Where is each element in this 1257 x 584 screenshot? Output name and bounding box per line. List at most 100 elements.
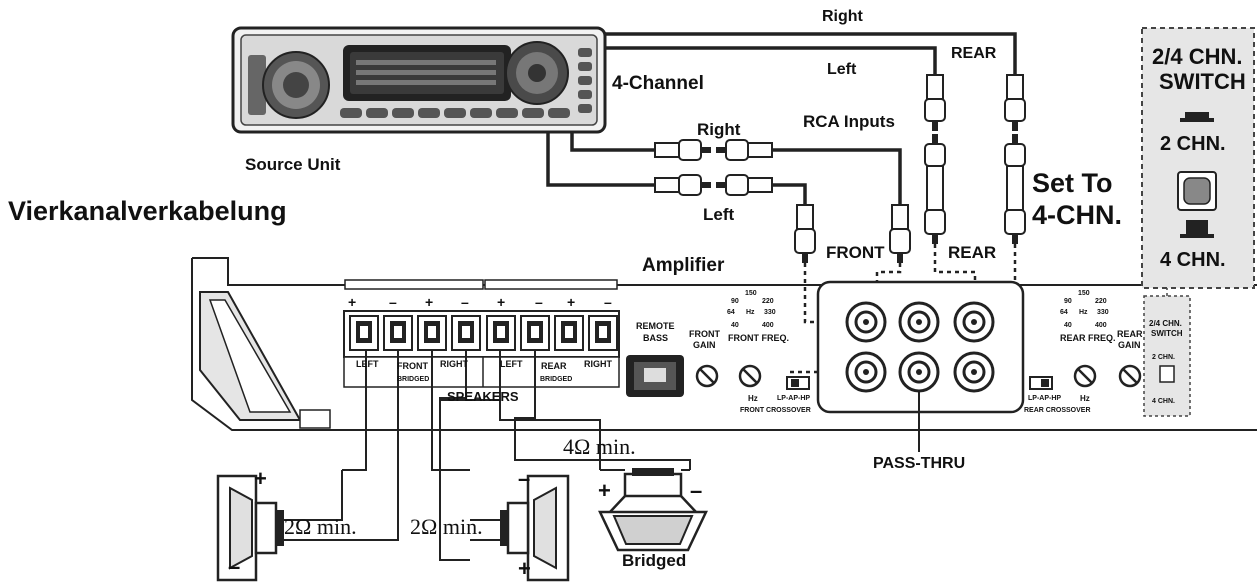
rear-freq-scale-330: 330 [1097, 309, 1109, 316]
front-label: FRONT [826, 243, 885, 262]
left-speaker-plus: + [254, 466, 267, 491]
rear-controls [1029, 364, 1142, 390]
rca-plug-pair-left [654, 174, 773, 196]
rear-freq-scale-150: 150 [1078, 290, 1090, 297]
front-crossover-label: FRONT CROSSOVER [740, 407, 811, 414]
speaker-terminals [343, 310, 620, 388]
speaker-wiring [298, 350, 691, 561]
remote-bass-port [626, 355, 684, 397]
pass-thru-label: PASS-THRU [873, 455, 966, 472]
mini-switch-4chn: 4 CHN. [1152, 398, 1175, 405]
rca-left-top-label: Left [827, 61, 857, 78]
switch-panel [1141, 27, 1255, 289]
speaker-left [216, 474, 300, 582]
diagram-title: Vierkanalverkabelung [8, 196, 287, 226]
set-to-label: Set To [1032, 168, 1113, 198]
center-speaker-minus: – [518, 466, 531, 491]
front-freq-scale-64: 64 [727, 309, 735, 316]
rear-crossover-label: REAR CROSSOVER [1024, 407, 1091, 414]
terminal-header [344, 279, 618, 290]
terminal-left: LEFT [356, 359, 379, 369]
left-speaker-minus: – [228, 554, 241, 579]
rear-label: REAR [948, 243, 997, 262]
speaker-center [470, 474, 570, 582]
rca-wires [546, 32, 1026, 380]
pass-thru-panel [816, 280, 1025, 452]
rear-gain-label-1: REAR [1117, 329, 1143, 339]
switch-panel-title-1: 2/4 CHN. [1152, 44, 1243, 69]
terminal-sign-3: + [425, 294, 434, 310]
center-speaker-impedance: 2Ω min. [410, 514, 483, 539]
rca-plug-rear-left [924, 74, 946, 244]
front-gain-label-1: FRONT [689, 329, 720, 339]
mini-switch-2chn: 2 CHN. [1152, 354, 1175, 361]
front-freq-hz: Hz [746, 309, 755, 316]
terminal-sign-6: – [535, 294, 543, 310]
front-freq-scale-150: 150 [745, 290, 757, 297]
rca-plug-front-right [889, 204, 911, 263]
amplifier-body [191, 257, 1257, 431]
front-freq-scale-400: 400 [762, 322, 774, 329]
rear-freq-scale-90: 90 [1064, 298, 1072, 305]
rca-plug-front-left [794, 204, 816, 263]
rear-crossover-switch-label: LP-AP-HP [1028, 395, 1062, 402]
remote-bass-label-1: REMOTE [636, 321, 675, 331]
terminal-rear: REAR [541, 361, 567, 371]
set-to-value: 4-CHN. [1032, 200, 1123, 230]
left-speaker-impedance: 2Ω min. [284, 514, 357, 539]
speakers-label: SPEAKERS [447, 389, 519, 404]
terminal-bridged: BRIDGED [397, 376, 430, 383]
bridged-impedance: 4Ω min. [563, 434, 636, 459]
terminal-sign-5: + [497, 294, 506, 310]
speaker-bridged [598, 468, 708, 552]
terminal-front: FRONT [397, 361, 428, 371]
rca-plug-rear-right [1004, 74, 1026, 244]
rear-freq-scale-400: 400 [1095, 322, 1107, 329]
front-crossover-switch-label: LP-AP-HP [777, 395, 811, 402]
mini-switch-label-2: SWITCH [1151, 329, 1183, 338]
switch-panel-2chn: 2 CHN. [1160, 133, 1226, 155]
remote-bass-label-2: BASS [643, 333, 669, 343]
terminal-sign-4: – [461, 294, 469, 310]
bridged-label: Bridged [622, 551, 687, 570]
terminal-sign-2: – [389, 294, 397, 310]
rear-hz-label: Hz [1080, 394, 1090, 403]
front-hz-label: Hz [748, 394, 758, 403]
rca-jacks [845, 301, 995, 393]
terminal-sign-7: + [567, 294, 576, 310]
four-channel-label: 4-Channel [612, 73, 704, 94]
amplifier-label: Amplifier [642, 255, 725, 276]
source-unit [231, 26, 607, 134]
rear-freq-label: REAR FREQ. [1060, 333, 1116, 343]
rca-right-top-label: Right [822, 8, 863, 25]
bridged-plus: + [598, 478, 611, 503]
rear-gain-label-2: GAIN [1118, 340, 1141, 350]
rear-freq-scale-40: 40 [1064, 322, 1072, 329]
terminal-sign-1: + [348, 294, 357, 310]
rear-freq-scale-64: 64 [1060, 309, 1068, 316]
center-speaker-plus: + [518, 556, 531, 581]
front-controls [695, 364, 810, 390]
switch-panel-4chn: 4 CHN. [1160, 249, 1226, 271]
terminal-left-2: LEFT [500, 359, 523, 369]
mini-channel-switch [1143, 270, 1191, 417]
front-gain-label-2: GAIN [693, 340, 716, 350]
rca-inputs-label: RCA Inputs [803, 112, 895, 131]
rca-plug-pair-right [654, 139, 773, 161]
front-freq-label: FRONT FREQ. [728, 333, 789, 343]
mini-switch-label-1: 2/4 CHN. [1149, 319, 1182, 328]
terminal-right-2: RIGHT [584, 359, 612, 369]
rear-freq-hz: Hz [1079, 309, 1088, 316]
bridged-minus: – [690, 478, 703, 503]
front-freq-scale-330: 330 [764, 309, 776, 316]
terminal-right: RIGHT [440, 359, 468, 369]
rear-freq-scale-220: 220 [1095, 298, 1107, 305]
rca-left-label: Left [703, 205, 735, 224]
front-freq-scale-40: 40 [731, 322, 739, 329]
rca-right-label: Right [697, 120, 741, 139]
source-unit-label: Source Unit [245, 155, 341, 174]
switch-panel-title-2: SWITCH [1159, 69, 1246, 94]
front-freq-scale-90: 90 [731, 298, 739, 305]
